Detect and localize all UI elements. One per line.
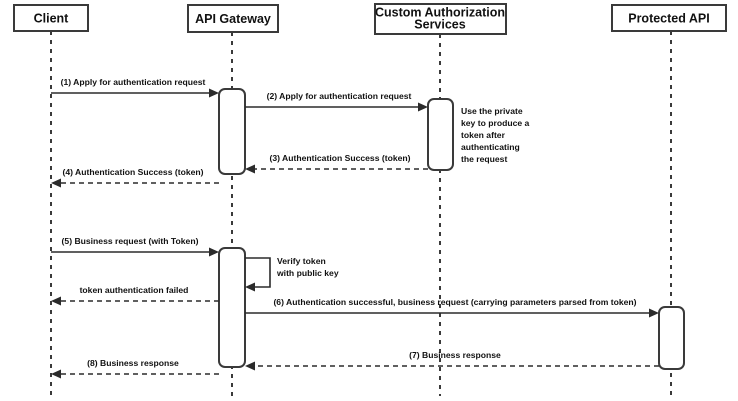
- participant-header-api-gateway[interactable]: API Gateway: [187, 4, 279, 33]
- participant-header-client[interactable]: Client: [13, 4, 89, 32]
- note-line-1: Use the private: [461, 106, 523, 116]
- message-7-business-response[interactable]: (7) Business response: [245, 350, 659, 371]
- activation-custom-authorization-services: [427, 98, 454, 171]
- message-4-label: (4) Authentication Success (token): [62, 167, 203, 177]
- self-message-label-line2: with public key: [276, 268, 339, 278]
- message-1-apply-for-authentication-request[interactable]: (1) Apply for authentication request: [51, 77, 219, 98]
- self-message-label-line1: Verify token: [277, 256, 326, 266]
- note-line-4: authenticating: [461, 142, 520, 152]
- activation-protected-api: [658, 306, 685, 370]
- participant-label-api-gateway: API Gateway: [195, 12, 271, 26]
- message-3-label: (3) Authentication Success (token): [269, 153, 410, 163]
- participant-header-protected-api[interactable]: Protected API: [611, 4, 727, 32]
- note-line-2: key to produce a: [461, 118, 530, 128]
- participant-label-custom-authorization-services-line1: Custom Authorization: [375, 5, 505, 19]
- message-2-apply-for-authentication-request[interactable]: (2) Apply for authentication request: [245, 91, 428, 112]
- message-3-authentication-success-token[interactable]: (3) Authentication Success (token): [245, 153, 428, 174]
- message-4-authentication-success-token[interactable]: (4) Authentication Success (token): [51, 167, 219, 188]
- note-line-5: the request: [461, 154, 507, 164]
- message-6-label: (6) Authentication successful, business …: [273, 297, 636, 307]
- activation-api-gateway-business: [218, 247, 246, 368]
- message-7-label: (7) Business response: [409, 350, 501, 360]
- note-use-private-key: Use the private key to produce a token a…: [461, 106, 530, 164]
- participant-header-custom-authorization-services[interactable]: Custom Authorization Services: [374, 3, 507, 35]
- self-message-verify-token[interactable]: Verify token with public key: [245, 256, 339, 292]
- participant-label-protected-api: Protected API: [628, 11, 710, 25]
- participant-label-client: Client: [34, 11, 70, 25]
- note-line-3: token after: [461, 130, 506, 140]
- message-6-authentication-successful-business-request[interactable]: (6) Authentication successful, business …: [245, 297, 659, 318]
- participant-label-custom-authorization-services-line2: Services: [414, 17, 465, 31]
- message-1-label: (1) Apply for authentication request: [61, 77, 206, 87]
- message-5-label: (5) Business request (with Token): [62, 236, 199, 246]
- message-token-authentication-failed[interactable]: token authentication failed: [51, 285, 219, 306]
- message-5-business-request-with-token[interactable]: (5) Business request (with Token): [51, 236, 219, 257]
- message-token-authentication-failed-label: token authentication failed: [80, 285, 189, 295]
- message-8-business-response[interactable]: (8) Business response: [51, 358, 219, 379]
- message-2-label: (2) Apply for authentication request: [267, 91, 412, 101]
- message-8-label: (8) Business response: [87, 358, 179, 368]
- activation-api-gateway-auth: [218, 88, 246, 175]
